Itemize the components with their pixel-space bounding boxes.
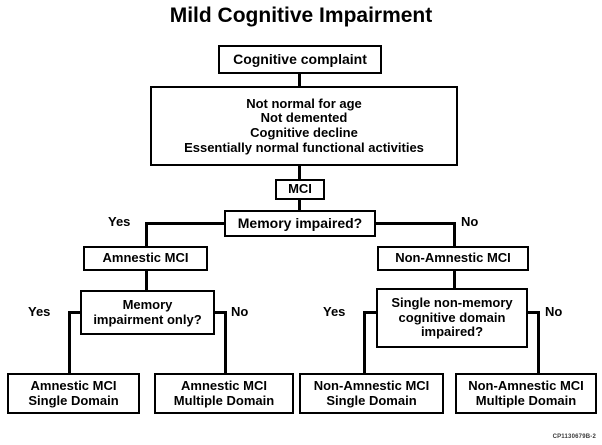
node-outcome-non-amnestic-multiple-line-2: Multiple Domain [475, 392, 577, 408]
node-mci: MCI [275, 179, 325, 200]
connector-memory-yes-vertical [145, 222, 148, 247]
node-criteria-line-3: Cognitive decline [250, 125, 358, 140]
edge-label-amnestic-no: No [231, 304, 249, 319]
node-outcome-amnestic-single-line-1: Amnestic MCI [30, 377, 117, 393]
connector-memory-no-vertical [453, 222, 456, 247]
connector-non-amnestic-no-horizontal [526, 311, 540, 314]
connector-complaint-to-criteria [298, 73, 301, 87]
connector-amnestic-yes-horizontal [68, 311, 82, 314]
node-amnestic-mci-label: Amnestic MCI [102, 250, 189, 266]
node-single-domain-question: Single non-memory cognitive domain impai… [376, 288, 528, 348]
connector-non-amnestic-to-question [453, 271, 456, 291]
watermark-code: CP1130679B-2 [552, 434, 596, 440]
node-memory-impaired-question-label: Memory impaired? [237, 214, 363, 231]
connector-mci-to-memory-question [298, 200, 301, 211]
node-non-amnestic-mci: Non-Amnestic MCI [377, 246, 529, 271]
node-outcome-non-amnestic-multiple-line-1: Non-Amnestic MCI [468, 377, 584, 393]
connector-amnestic-to-question [145, 271, 148, 291]
node-memory-impairment-only-line-1: Memory [122, 296, 173, 312]
node-single-domain-line-3: impaired? [420, 324, 484, 340]
page-title: Mild Cognitive Impairment [169, 4, 433, 27]
node-criteria-line-1: Not normal for age [246, 95, 362, 111]
node-outcome-non-amnestic-single-line-1: Non-Amnestic MCI [313, 377, 430, 393]
connector-memory-yes-horizontal [145, 222, 226, 225]
edge-label-memory-yes: Yes [108, 214, 131, 229]
node-outcome-non-amnestic-multiple-domain: Non-Amnestic MCI Multiple Domain [455, 373, 597, 414]
node-outcome-amnestic-multiple-line-2: Multiple Domain [173, 392, 275, 408]
node-cognitive-complaint: Cognitive complaint [218, 45, 382, 74]
edge-label-non-amnestic-no: No [545, 304, 563, 319]
node-mci-label: MCI [288, 181, 312, 197]
node-outcome-amnestic-multiple-domain: Amnestic MCI Multiple Domain [154, 373, 294, 414]
connector-non-amnestic-yes-horizontal [363, 311, 378, 314]
node-memory-impaired-question: Memory impaired? [224, 210, 376, 237]
connector-criteria-to-mci [298, 166, 301, 180]
node-memory-impairment-only-line-2: impairment only? [93, 311, 202, 327]
edge-label-amnestic-yes: Yes [28, 304, 51, 319]
node-outcome-non-amnestic-single-line-2: Single Domain [326, 392, 417, 408]
connector-amnestic-no-vertical [224, 311, 227, 373]
node-outcome-non-amnestic-single-domain: Non-Amnestic MCI Single Domain [299, 373, 444, 414]
node-outcome-amnestic-single-line-2: Single Domain [28, 392, 119, 408]
node-non-amnestic-mci-label: Non-Amnestic MCI [395, 250, 511, 266]
node-outcome-amnestic-multiple-line-1: Amnestic MCI [181, 377, 267, 393]
connector-non-amnestic-yes-vertical [363, 311, 366, 373]
connector-amnestic-yes-vertical [68, 311, 71, 373]
connector-non-amnestic-no-vertical [537, 311, 540, 373]
node-single-domain-line-1: Single non-memory [391, 295, 513, 311]
connector-amnestic-no-horizontal [213, 311, 227, 314]
edge-label-memory-no: No [461, 214, 479, 229]
node-cognitive-complaint-label: Cognitive complaint [233, 50, 367, 67]
node-criteria-line-4: Essentially normal functional activities [184, 139, 424, 155]
node-amnestic-mci: Amnestic MCI [83, 246, 208, 271]
node-criteria-line-2: Not demented [260, 110, 348, 126]
connector-memory-no-horizontal [374, 222, 456, 225]
node-memory-impairment-only-question: Memory impairment only? [80, 290, 215, 335]
edge-label-non-amnestic-yes: Yes [323, 304, 346, 319]
node-criteria: Not normal for age Not demented Cognitiv… [150, 86, 458, 166]
node-outcome-amnestic-single-domain: Amnestic MCI Single Domain [7, 373, 140, 414]
node-single-domain-line-2: cognitive domain [398, 309, 506, 325]
